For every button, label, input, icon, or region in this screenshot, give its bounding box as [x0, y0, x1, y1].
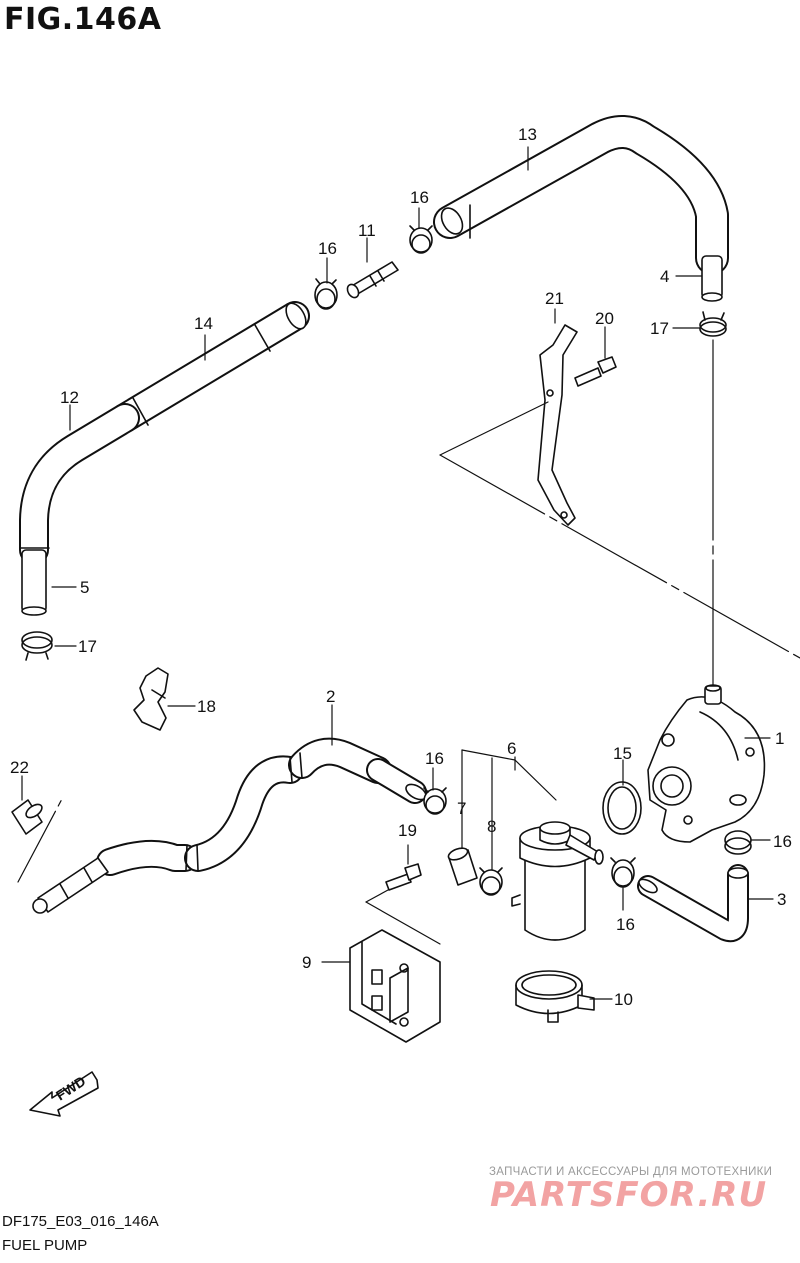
callout-19: 19	[398, 821, 417, 840]
pipe-22[interactable]	[11, 799, 44, 835]
assembly-outline	[439, 339, 800, 686]
clip-17-lower[interactable]	[21, 631, 53, 661]
callout-17-lower: 17	[78, 637, 97, 656]
callout-2: 2	[326, 687, 335, 706]
hose-4[interactable]	[701, 255, 723, 302]
clip-16-top-left[interactable]	[314, 278, 338, 310]
watermark-subtitle: ЗАПЧАСТИ И АКСЕССУАРЫ ДЛЯ МОТОТЕХНИКИ	[489, 1166, 773, 1178]
hose-5[interactable]	[21, 549, 47, 616]
joint-11[interactable]	[345, 261, 399, 300]
bracket-9[interactable]	[349, 929, 441, 1043]
hose-13[interactable]	[433, 115, 729, 275]
callout-16-top-right: 16	[410, 188, 429, 207]
callout-21: 21	[545, 289, 564, 308]
watermark-logo: PARTSFOR.RU	[490, 1175, 768, 1215]
clip-8[interactable]	[479, 867, 503, 896]
outline-22	[17, 796, 64, 883]
callout-14: 14	[194, 314, 213, 333]
clip-17-upper[interactable]	[699, 311, 727, 337]
callout-18: 18	[197, 697, 216, 716]
clamp-band-10[interactable]	[515, 970, 595, 1023]
callout-17-upper: 17	[650, 319, 669, 338]
fuel-pump-1[interactable]	[647, 684, 766, 843]
callout-1: 1	[775, 729, 784, 748]
callout-4: 4	[660, 267, 669, 286]
callout-6: 6	[507, 739, 516, 758]
hose-2[interactable]	[96, 737, 429, 876]
callout-22: 22	[10, 758, 29, 777]
fwd-direction-arrow	[29, 1071, 99, 1117]
clip-18[interactable]	[133, 667, 169, 731]
callout-5: 5	[80, 578, 89, 597]
o-ring-15[interactable]	[602, 781, 642, 835]
clip-16-top-right[interactable]	[409, 225, 433, 254]
bracket-21[interactable]	[537, 324, 578, 526]
callout-16-pump: 16	[773, 832, 792, 851]
clip-16-mid[interactable]	[423, 787, 447, 815]
hose-14[interactable]	[110, 300, 310, 433]
clip-16-lower-right[interactable]	[610, 857, 636, 888]
plug-7[interactable]	[447, 846, 478, 886]
bracket-9-outline	[365, 889, 441, 945]
filter-group-bracket	[461, 749, 557, 874]
callout-13: 13	[518, 125, 537, 144]
callout-labels: 1 2 3 4 5 6 7 8 9 10 11 12 13 14 15 16 1…	[10, 125, 792, 1009]
diagram-code: DF175_E03_016_146A	[2, 1213, 159, 1230]
leader-lines	[21, 146, 774, 1000]
hose-3[interactable]	[637, 864, 749, 943]
callout-16-lower-right: 16	[616, 915, 635, 934]
bolt-20[interactable]	[574, 356, 617, 387]
callout-12: 12	[60, 388, 79, 407]
bolt-19[interactable]	[385, 863, 422, 891]
clip-16-pump[interactable]	[724, 830, 752, 855]
fuel-filter-6[interactable]	[511, 821, 604, 941]
section-name: FUEL PUMP	[2, 1237, 88, 1254]
callout-7: 7	[457, 799, 466, 818]
callout-16-top-left: 16	[318, 239, 337, 258]
callout-16-mid: 16	[425, 749, 444, 768]
fitting-left[interactable]	[32, 857, 109, 914]
callout-3: 3	[777, 890, 786, 909]
callout-8: 8	[487, 817, 496, 836]
callout-10: 10	[614, 990, 633, 1009]
callout-11: 11	[358, 221, 376, 240]
callout-9: 9	[302, 953, 311, 972]
hose-12[interactable]	[19, 403, 140, 565]
callout-15: 15	[613, 744, 632, 763]
callout-20: 20	[595, 309, 614, 328]
figure-title: FIG.146A	[4, 2, 162, 37]
